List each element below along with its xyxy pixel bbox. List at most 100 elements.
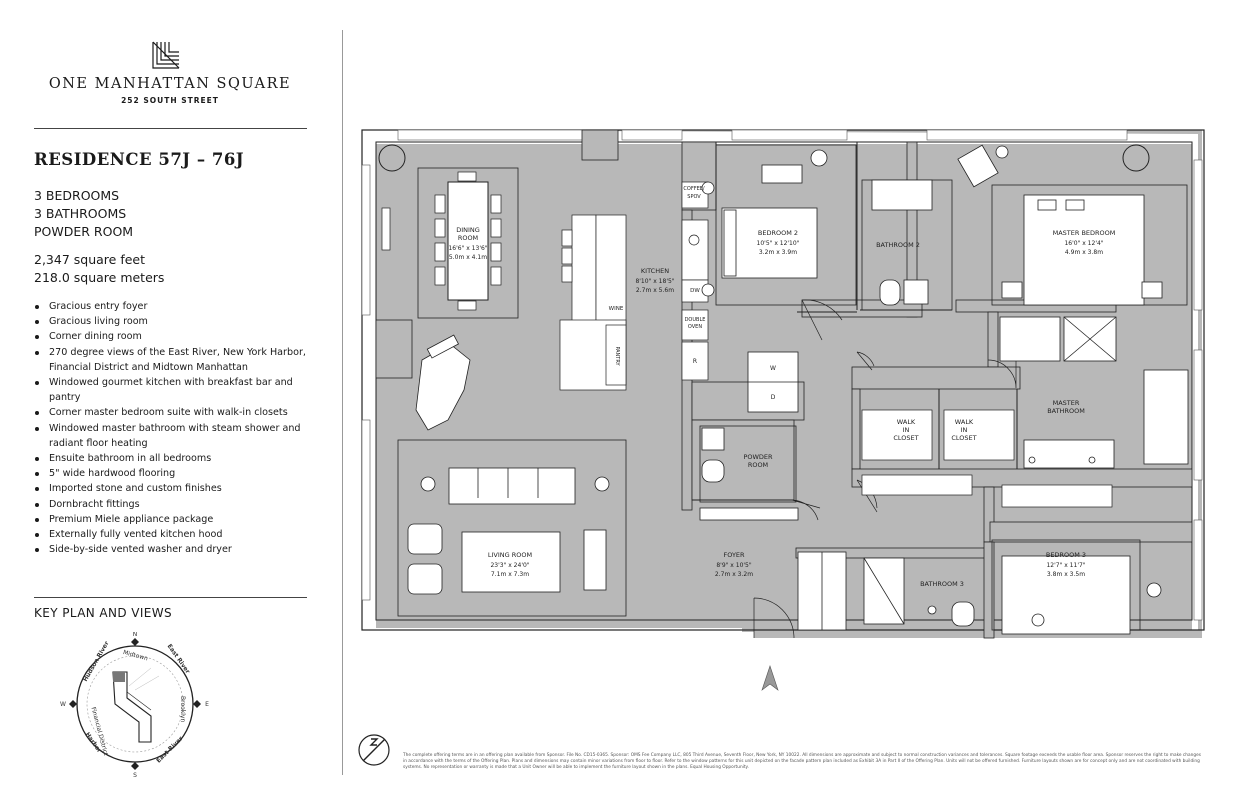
dining-label-2: ROOM xyxy=(458,234,478,242)
double-oven-label: DOUBLE xyxy=(685,317,706,323)
feature-list: Gracious entry foyer Gracious living roo… xyxy=(34,299,314,557)
feature-item: Gracious entry foyer xyxy=(34,299,314,314)
bathroom-count: 3 BATHROOMS xyxy=(34,206,127,221)
master-bedroom-furniture xyxy=(957,144,1188,306)
window-bands xyxy=(361,129,1203,621)
key-brooklyn: Brooklyn xyxy=(179,696,186,722)
dining-dims-metric: 5.0m x 4.1m xyxy=(449,254,487,261)
walk-closet-2-b: IN xyxy=(961,426,968,434)
divider xyxy=(34,128,307,129)
walk-closet-1-a: WALK xyxy=(897,418,916,426)
column xyxy=(378,144,406,172)
feature-item: Windowed gourmet kitchen with breakfast … xyxy=(34,375,314,405)
door-swings xyxy=(753,299,1017,639)
feature-item: Corner master bedroom suite with walk-in… xyxy=(34,405,314,420)
foyer-label: FOYER xyxy=(723,551,745,559)
brand-name: ONE MANHATTAN SQUARE xyxy=(48,76,292,92)
building-logo-icon xyxy=(152,41,180,69)
square-meters: 218.0 square meters xyxy=(34,270,165,285)
room-summary: 3 BEDROOMS 3 BATHROOMS POWDER ROOM xyxy=(34,187,133,241)
bedroom3-furniture xyxy=(991,539,1162,635)
info-panel: ONE MANHATTAN SQUARE 252 SOUTH STREET RE… xyxy=(0,0,340,800)
grand-piano xyxy=(415,334,471,431)
living-dims: 23'3" x 24'0" xyxy=(490,562,529,569)
dining-dims: 16'6" x 13'6" xyxy=(448,245,487,252)
master-bath-fixtures xyxy=(999,316,1189,469)
bedroom2-dims-metric: 3.2m x 3.9m xyxy=(759,249,797,256)
feature-item: Gracious living room xyxy=(34,314,314,329)
north-arrow-icon xyxy=(761,665,779,691)
feature-item: 270 degree views of the East River, New … xyxy=(34,345,314,375)
legal-disclaimer: The complete offering terms are in an of… xyxy=(403,753,1201,770)
key-w: W xyxy=(60,701,66,708)
column xyxy=(1122,144,1150,172)
powder-room: POWDER ROOM xyxy=(34,224,134,239)
fridge-label: R xyxy=(693,358,697,365)
bedroom2-furniture xyxy=(701,144,857,306)
powder-label: POWDER xyxy=(743,453,773,461)
powder-label-2: ROOM xyxy=(748,461,768,469)
bathroom2-fixtures xyxy=(861,179,953,311)
bedroom3-dims: 12'7" x 11'7" xyxy=(1046,562,1085,569)
feature-item: Corner dining room xyxy=(34,329,314,344)
feature-item: Side-by-side vented washer and dryer xyxy=(34,542,314,557)
master-dims: 16'0" x 12'4" xyxy=(1064,240,1103,247)
coffee-label: COFFEE/ xyxy=(683,186,704,192)
bedroom3-label: BEDROOM 3 xyxy=(1046,551,1086,559)
living-label: LIVING ROOM xyxy=(488,551,532,559)
kitchen-dims: 8'10" x 18'5" xyxy=(635,278,674,285)
key-hudson: Hudson River xyxy=(82,640,111,683)
double-oven-label-2: OVEN xyxy=(688,324,702,330)
bathroom2-label: BATHROOM 2 xyxy=(876,241,920,249)
kitchen-dims-metric: 2.7m x 5.6m xyxy=(636,287,674,294)
wine-label: WINE xyxy=(609,306,624,312)
powder-fixtures xyxy=(699,425,799,521)
masterbath-label: MASTER xyxy=(1053,399,1080,407)
living-furniture xyxy=(397,439,627,617)
view-ring xyxy=(86,655,184,753)
area-summary: 2,347 square feet 218.0 square meters xyxy=(34,251,164,287)
foyer-dims-metric: 2.7m x 3.2m xyxy=(715,571,753,578)
feature-item: Dornbracht fittings xyxy=(34,497,314,512)
master-label: MASTER BEDROOM xyxy=(1053,229,1116,237)
masterbath-label-2: BATHROOM xyxy=(1047,407,1085,415)
key-east-bottom: East River xyxy=(155,735,184,764)
bathroom3-label: BATHROOM 3 xyxy=(920,580,964,588)
console xyxy=(381,207,391,251)
vertical-divider xyxy=(342,30,343,775)
feature-item: Imported stone and custom finishes xyxy=(34,481,314,496)
floor-plan: DINING ROOM 16'6" x 13'6" 5.0m x 4.1m KI… xyxy=(361,129,1205,639)
key-plan-diagram: N S W E Hudson River East River East Riv… xyxy=(60,632,209,777)
master-dims-metric: 4.9m x 3.8m xyxy=(1065,249,1103,256)
dishwasher-label: DW xyxy=(690,288,700,294)
key-e: E xyxy=(205,701,209,708)
bedroom-count: 3 BEDROOMS xyxy=(34,188,120,203)
walk-closet-1-c: CLOSET xyxy=(893,434,918,442)
feature-item: 5" wide hardwood flooring xyxy=(34,466,314,481)
washer-label: W xyxy=(770,365,776,372)
key-plan-title: KEY PLAN AND VIEWS xyxy=(34,606,173,620)
unit-highlight xyxy=(113,672,125,682)
interior-outline xyxy=(375,141,1193,621)
living-dims-metric: 7.1m x 7.3m xyxy=(491,571,529,578)
building-footprint xyxy=(112,667,160,743)
kitchen-appliances xyxy=(681,181,709,381)
walk-closet-2-c: CLOSET xyxy=(951,434,976,442)
square-feet: 2,347 square feet xyxy=(34,252,145,267)
residence-title: RESIDENCE 57J – 76J xyxy=(34,150,245,169)
coffee-label-2: SPOV xyxy=(687,194,701,200)
feature-item: Premium Miele appliance package xyxy=(34,512,314,527)
dining-label: DINING xyxy=(456,226,480,234)
feature-item: Externally fully vented kitchen hood xyxy=(34,527,314,542)
bedroom3-dims-metric: 3.8m x 3.5m xyxy=(1047,571,1085,578)
feature-item: Ensuite bathroom in all bedrooms xyxy=(34,451,314,466)
kitchen-island xyxy=(559,214,627,391)
pantry-label: PANTRY xyxy=(614,346,620,366)
closet-fixtures xyxy=(861,409,1113,508)
key-n: N xyxy=(133,632,138,638)
key-east-top: East River xyxy=(166,643,191,675)
laundry xyxy=(747,351,799,413)
key-s: S xyxy=(133,772,137,777)
brand-address: 252 SOUTH STREET xyxy=(121,96,219,105)
divider xyxy=(34,597,307,598)
